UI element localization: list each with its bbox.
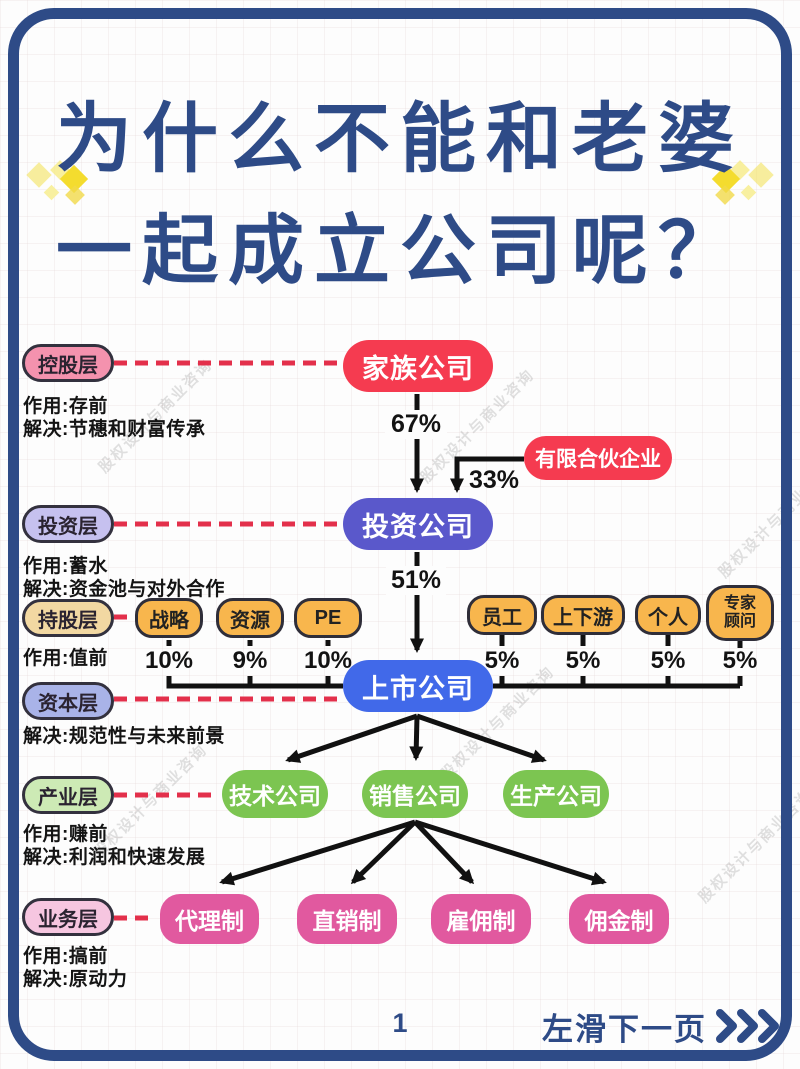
node-investment-company: 投资公司 xyxy=(343,498,493,550)
pct-investment-to-listed: 51% xyxy=(386,566,446,595)
pct-family-to-investment: 67% xyxy=(385,410,447,439)
node-shareholder-individual: 个人 xyxy=(635,595,701,635)
note-holding-solve: 解决:节穗和财富传承 xyxy=(23,419,206,440)
node-shareholder-pe: PE xyxy=(294,598,362,638)
pct-updownstream: 5% xyxy=(565,647,601,674)
chevron-right-icon xyxy=(716,1009,779,1043)
note-industry-role: 作用:赚前 xyxy=(23,824,108,845)
node-direct-sales-model: 直销制 xyxy=(297,894,397,944)
pct-individual: 5% xyxy=(650,647,686,674)
note-investment-solve: 解决:资金池与对外合作 xyxy=(23,579,225,600)
layer-label-shareholding: 持股层 xyxy=(22,599,114,637)
next-page-cta-label: 左滑下一页 xyxy=(542,1011,707,1047)
title-line-1: 为什么不能和老婆 xyxy=(56,97,744,182)
node-commission-model: 佣金制 xyxy=(569,894,669,944)
page-title: 为什么不能和老婆 一起成立公司呢？ xyxy=(0,84,800,308)
node-tech-company: 技术公司 xyxy=(222,770,328,818)
note-industry-solve: 解决:利润和快速发展 xyxy=(23,847,206,868)
pct-resources: 9% xyxy=(232,647,268,674)
node-sales-company: 销售公司 xyxy=(362,770,468,818)
node-production-company: 生产公司 xyxy=(503,770,609,818)
note-investment-role: 作用:蓄水 xyxy=(23,556,108,577)
layer-label-industry: 产业层 xyxy=(22,776,114,814)
node-shareholder-updownstream: 上下游 xyxy=(541,595,625,635)
node-limited-partnership: 有限合伙企业 xyxy=(524,436,672,480)
note-business-solve: 解决:原动力 xyxy=(23,969,128,990)
layer-label-capital: 资本层 xyxy=(22,682,114,720)
note-business-role: 作用:搞前 xyxy=(23,946,108,967)
pct-pe: 10% xyxy=(303,647,353,674)
layer-label-business: 业务层 xyxy=(22,898,114,936)
node-family-company: 家族公司 xyxy=(343,340,493,392)
page-number: 1 xyxy=(392,1008,408,1038)
pct-lp-to-investment: 33% xyxy=(468,466,520,494)
pct-expert-advisor: 5% xyxy=(722,647,758,674)
layer-label-holding: 控股层 xyxy=(22,344,114,382)
pct-employees: 5% xyxy=(484,647,520,674)
note-shareholding-role: 作用:值前 xyxy=(23,648,108,669)
node-shareholder-strategy: 战略 xyxy=(135,598,203,638)
node-agency-model: 代理制 xyxy=(160,894,259,944)
note-capital-solve: 解决:规范性与未来前景 xyxy=(23,726,225,747)
node-shareholder-resources: 资源 xyxy=(216,598,284,638)
title-line-2: 一起成立公司呢？ xyxy=(56,209,744,294)
pct-strategy: 10% xyxy=(144,647,194,674)
node-employment-model: 雇佣制 xyxy=(431,894,531,944)
node-listed-company: 上市公司 xyxy=(343,660,493,712)
node-shareholder-employees: 员工 xyxy=(467,595,537,635)
next-page-cta[interactable]: 左滑下一页 xyxy=(542,1006,779,1047)
note-holding-role: 作用:存前 xyxy=(23,396,108,417)
layer-label-investment: 投资层 xyxy=(22,505,114,543)
node-shareholder-expert-advisor: 专家顾问 xyxy=(706,585,774,641)
